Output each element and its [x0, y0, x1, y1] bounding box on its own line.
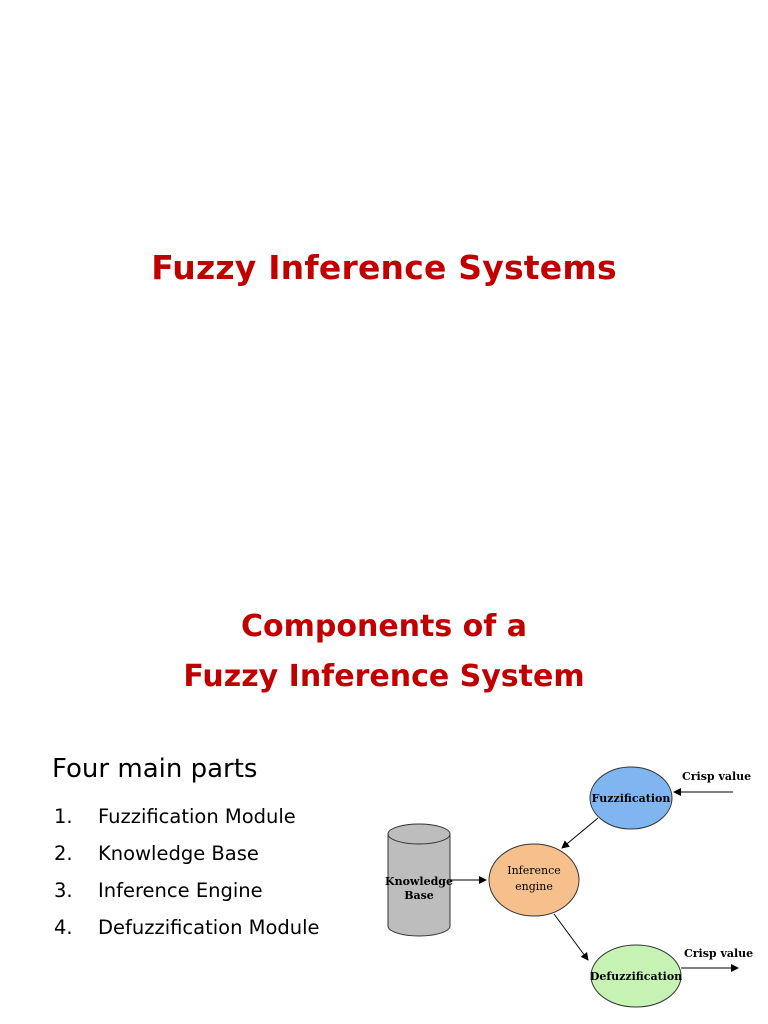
inference-label-1: Inference [507, 864, 561, 877]
list-number: 1. [54, 805, 73, 828]
title-line-2: Fuzzy Inference System [183, 659, 585, 694]
fuzzification-node: Fuzzification [589, 766, 673, 830]
list-label: Defuzzification Module [98, 916, 320, 939]
inference-engine-node: Inference engine [488, 843, 580, 917]
crisp-output-label: Crisp value [684, 947, 753, 960]
fuzz-to-inference-arrow [561, 817, 599, 849]
list-number: 2. [54, 842, 73, 865]
parts-heading: Four main parts [52, 754, 258, 784]
fis-diagram-svg: Fuzzification Crisp value Knowledge Base… [385, 766, 753, 1008]
list-number: 4. [54, 916, 73, 939]
fis-diagram: Fuzzification Crisp value Knowledge Base… [376, 756, 756, 1016]
database-icon [387, 834, 451, 937]
defuzzification-ellipse [590, 944, 682, 1008]
inference-to-defuzz-arrow [553, 913, 589, 961]
defuzzification-node: Defuzzification [590, 944, 682, 1008]
knowledge-base-node: Knowledge Base [385, 823, 453, 937]
list-label: Knowledge Base [98, 842, 259, 865]
inference-ellipse [488, 843, 580, 917]
slide-title: Fuzzy Inference Systems [151, 248, 617, 287]
slide-2: Components of a Fuzzy Inference System F… [0, 560, 768, 1024]
fuzzification-ellipse [589, 766, 673, 830]
list-label: Fuzzification Module [98, 805, 296, 828]
title-line-1: Components of a [240, 609, 528, 644]
crisp-input-label: Crisp value [682, 770, 751, 783]
slide-title: Components of a Fuzzy Inference System [0, 602, 768, 702]
list-item: 1. Fuzzification Module [54, 798, 320, 835]
slide-1: Fuzzy Inference Systems [151, 248, 617, 287]
knowledge-label-1: Knowledge [385, 875, 453, 888]
defuzzification-label: Defuzzification [590, 970, 682, 983]
list-label: Inference Engine [98, 879, 263, 902]
parts-list: 1. Fuzzification Module 2. Knowledge Bas… [54, 798, 320, 946]
cylinder-top [387, 823, 451, 845]
inference-label-2: engine [515, 880, 553, 893]
list-item: 2. Knowledge Base [54, 835, 320, 872]
fuzzification-label: Fuzzification [592, 792, 671, 805]
list-item: 4. Defuzzification Module [54, 909, 320, 946]
knowledge-label-2: Base [404, 889, 434, 902]
list-item: 3. Inference Engine [54, 872, 320, 909]
list-number: 3. [54, 879, 73, 902]
